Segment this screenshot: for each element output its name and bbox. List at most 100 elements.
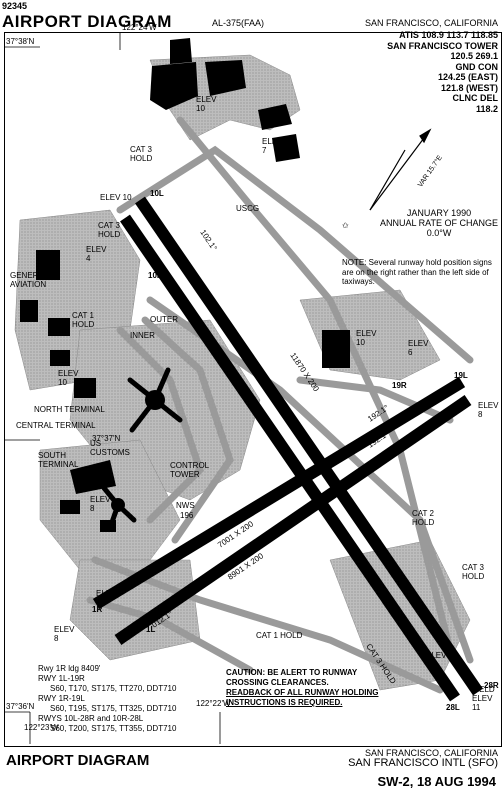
runway-10r-28l [120, 214, 460, 702]
chart-id: 92345 [2, 1, 28, 11]
lat-label-mid: 37°37'N [92, 434, 121, 443]
runway-10l-28r [135, 196, 483, 696]
building-north-3 [205, 60, 246, 96]
rwy-end-10l: 10L [150, 189, 164, 198]
star-icon: ✩ [342, 221, 349, 230]
taxiway-d [91, 556, 444, 694]
caution-line-3: READBACK OF ALL RUNWAY HOLDING [226, 688, 379, 697]
variation-rate: 0.0°W [426, 228, 452, 238]
runway-info-line: RWYS 10L-28R and 10R-28L [38, 714, 144, 723]
runway-1l-19r [114, 395, 472, 645]
rwy-end-28l: 28L [446, 703, 460, 712]
building-ga-1 [36, 250, 60, 280]
cat1-hold-s-label: CAT 1 HOLD [256, 631, 303, 640]
frequency-line: 120.5 269.1 [450, 51, 498, 61]
uscg-label: USCG [236, 204, 259, 213]
frequency-line: CLNC DEL [452, 93, 499, 103]
north-arrow-icon [369, 128, 432, 211]
north-terminal-label: NORTH TERMINAL [34, 405, 105, 414]
al-number: AL-375(FAA) [212, 18, 265, 28]
frequency-line: 124.25 (EAST) [437, 72, 498, 82]
r1-hdg1: 102.1° [198, 228, 218, 252]
building-ga-2 [20, 300, 38, 322]
footer-airport-name: SAN FRANCISCO INTL (SFO) [348, 757, 498, 769]
inner-label: INNER [130, 331, 155, 340]
footer-title: AIRPORT DIAGRAM [6, 752, 150, 769]
building-north-1 [150, 62, 198, 110]
rwy-end-19r: 19R [392, 381, 407, 390]
runway-info-line: S60, T200, ST175, TT355, DDT710 [50, 724, 177, 733]
building-south-terminal [70, 460, 116, 494]
building-ga-5 [74, 378, 96, 398]
caution-line-2: CROSSING CLEARANCES. [226, 678, 329, 687]
caution-line-4: INSTRUCTIONS IS REQUIRED. [226, 698, 343, 707]
frequency-line: 118.2 [475, 103, 498, 114]
building-ga-4 [50, 350, 70, 366]
apron-areas [14, 54, 471, 691]
rwy-end-1r: 1R [92, 605, 102, 614]
terminal-piers [101, 367, 183, 531]
caution-line-1: CAUTION: BE ALERT TO RUNWAY [226, 668, 358, 677]
variation-block: JANUARY 1990 ANNUAL RATE OF CHANGE 0.0°W [380, 208, 498, 238]
variation-date: JANUARY 1990 [406, 208, 472, 218]
frequency-line: GND CON [455, 61, 499, 72]
runway-info-line: RWY 1R-19L [38, 694, 85, 703]
building-north-2 [170, 38, 192, 64]
taxiway-outer [141, 316, 234, 544]
taxiway-inner [116, 326, 205, 524]
lat-label-bot: 37°36'N [6, 702, 35, 711]
diagram-frame [4, 32, 502, 747]
rwy-end-1l: 1L [146, 625, 155, 634]
runway-info-line: S60, T195, ST175, TT325, DDT710 [50, 704, 177, 713]
building-ga-3 [48, 318, 70, 336]
taxiway-a [116, 145, 474, 364]
lon-label-bot1: 122°23'W [24, 723, 59, 732]
rwy-end-28r: 28R [484, 681, 499, 690]
frequency-line: 121.8 (WEST) [440, 82, 498, 93]
frequency-line: ATIS 108.9 113.7 118.85 [399, 30, 498, 40]
building-east-1 [322, 330, 350, 368]
footer-version: SW-2, 18 AUG 1994 [377, 774, 496, 789]
building-uscg-1 [272, 134, 300, 162]
svg-text:✩: ✩ [342, 221, 349, 230]
building-south-2 [60, 500, 80, 514]
central-terminal-label: CENTRAL TERMINAL [16, 421, 96, 430]
r1-dims: 11870 X 200 [288, 351, 321, 394]
taxiway-c [176, 116, 454, 654]
frequency-line: SAN FRANCISCO TOWER [387, 40, 498, 51]
header-location: SAN FRANCISCO, CALIFORNIA [364, 18, 498, 28]
taxiway-e [86, 596, 254, 674]
caution-box: CAUTION: BE ALERT TO RUNWAY CROSSING CLE… [226, 668, 378, 708]
rwy-end-10r: 10R [148, 271, 163, 280]
building-uscg-2 [258, 104, 292, 130]
outer-label: OUTER [150, 315, 178, 324]
page-title: AIRPORT DIAGRAM [2, 12, 172, 31]
lon-label-top: 122°24'W [122, 23, 157, 32]
grid-ticks [4, 33, 221, 744]
taxiway-note: NOTE: Several runway hold position signs… [342, 258, 492, 286]
